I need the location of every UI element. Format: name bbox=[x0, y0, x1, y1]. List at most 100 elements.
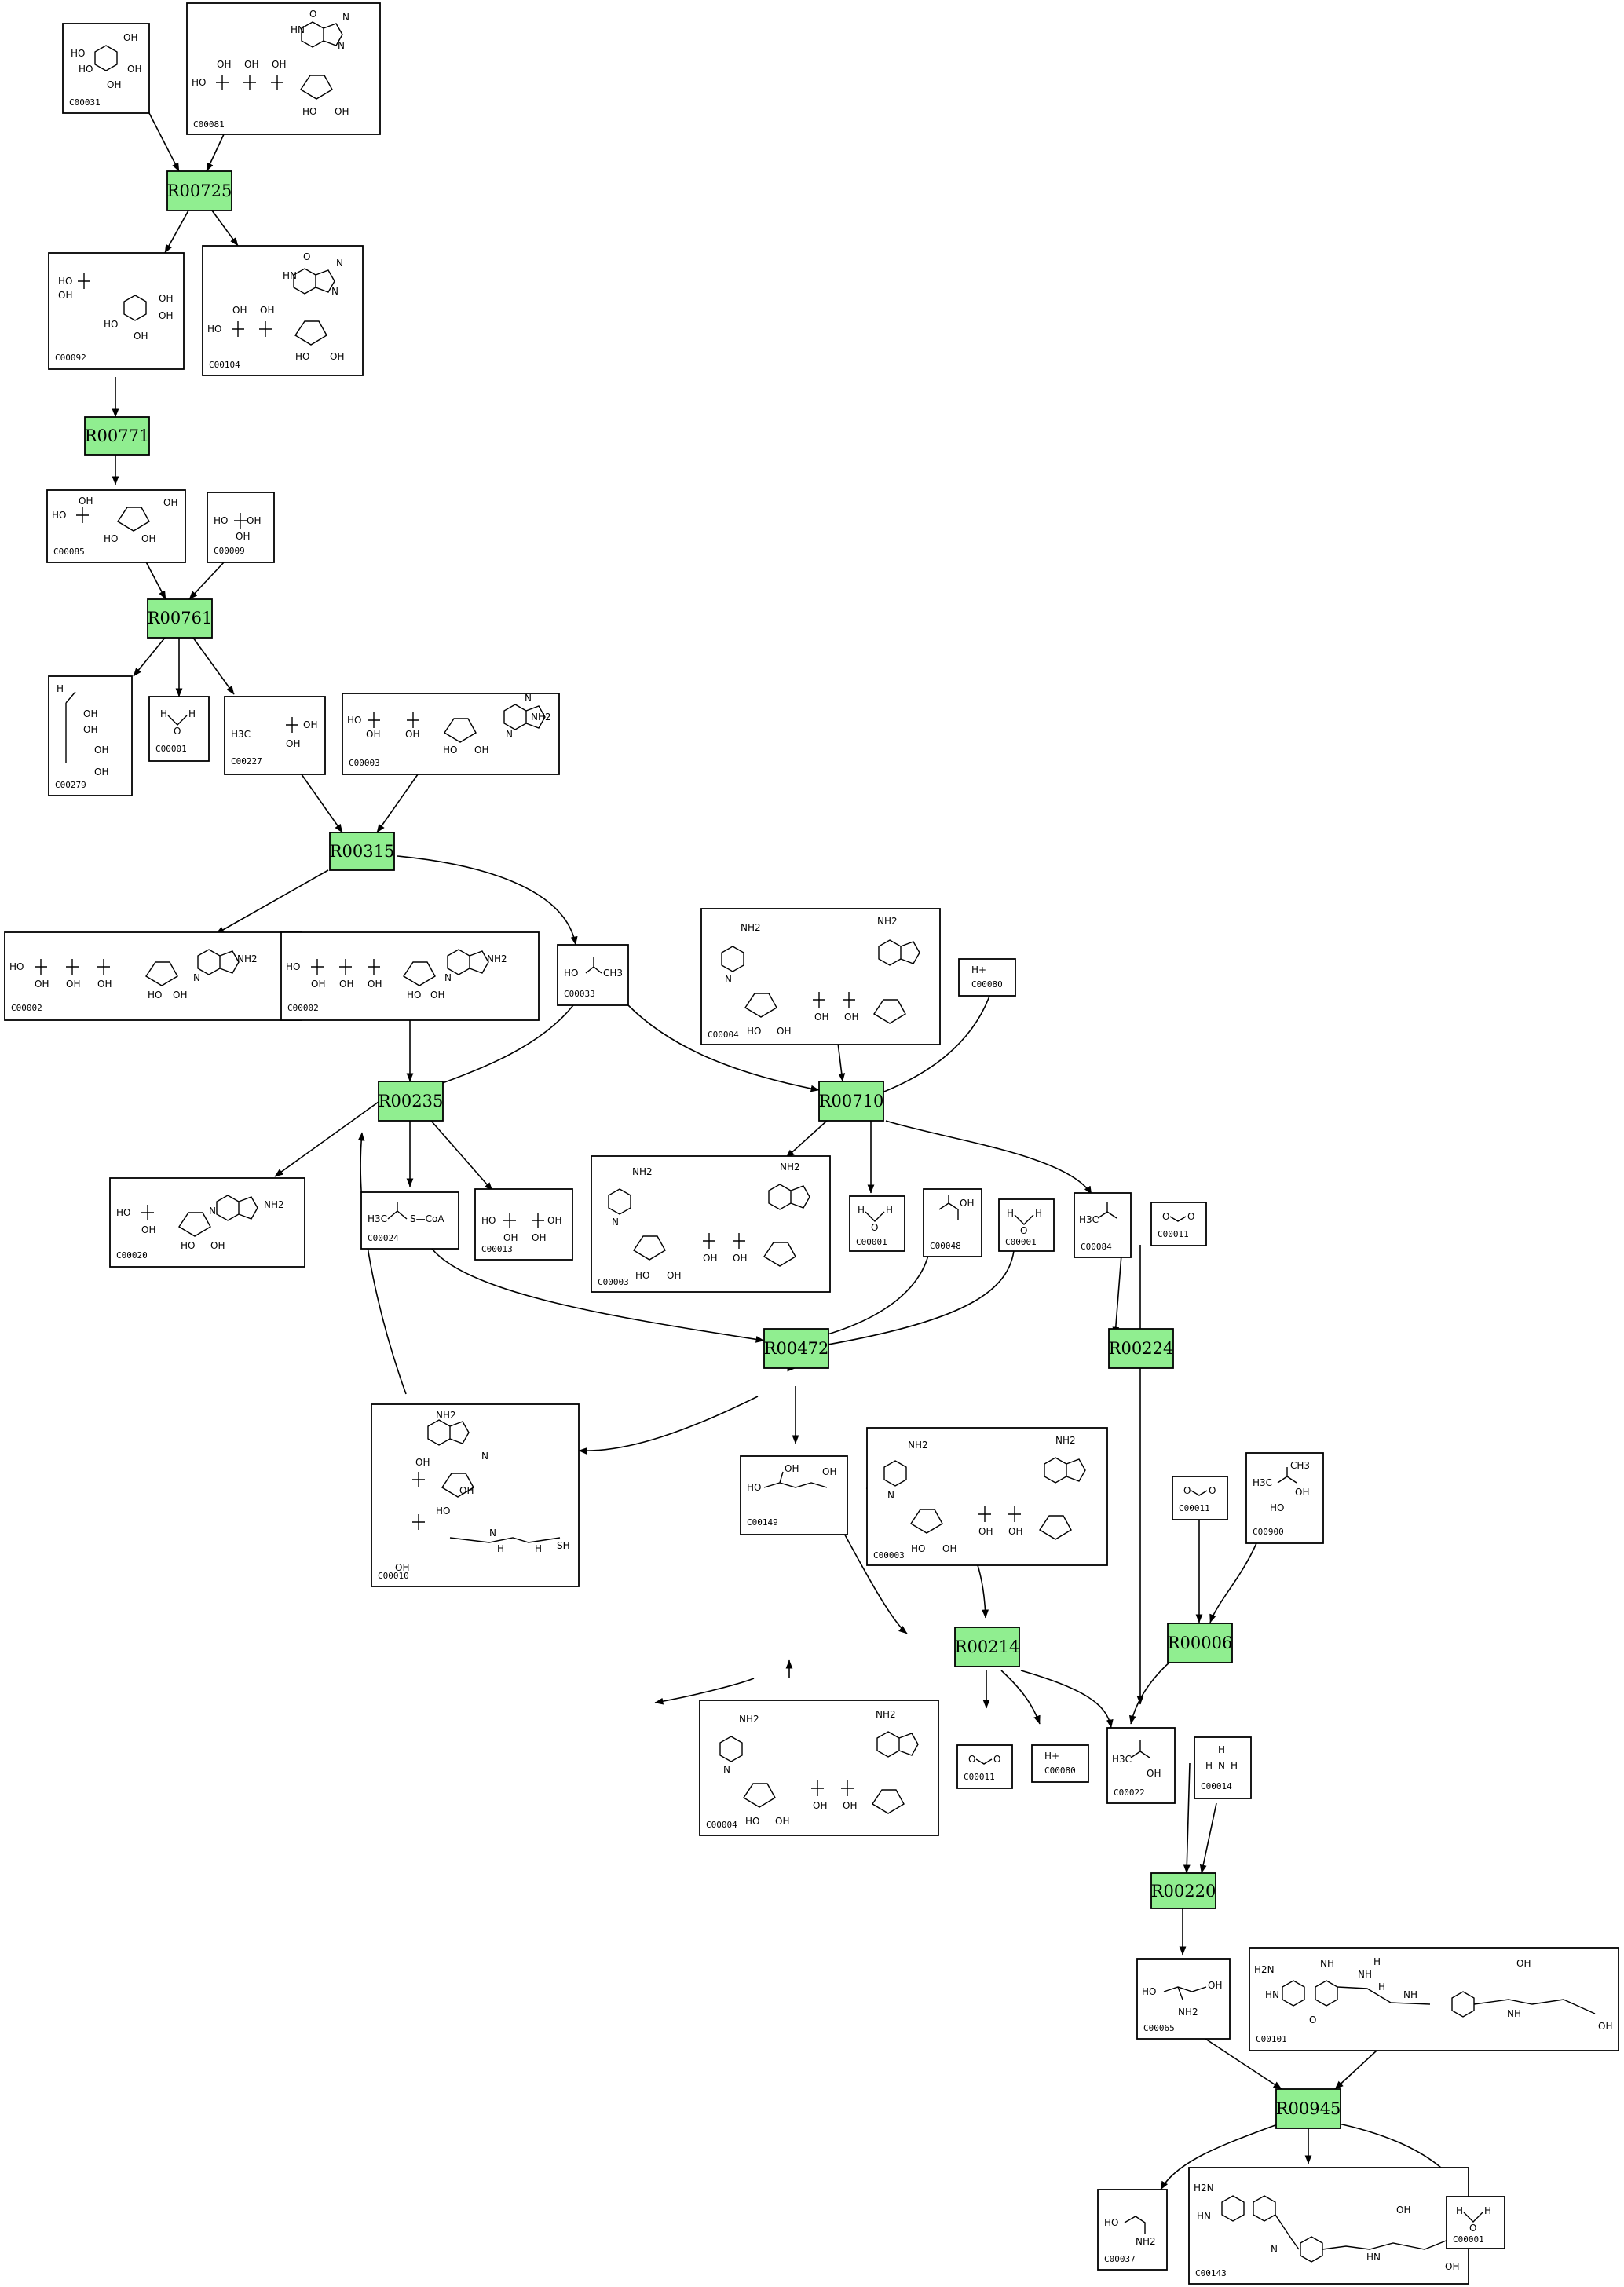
svg-text:HO: HO bbox=[214, 515, 228, 526]
compound-c00065[interactable]: HO OH NH2 C00065 bbox=[1136, 1958, 1231, 2040]
svg-text:OH: OH bbox=[960, 1198, 974, 1209]
compound-c00001[interactable]: H O H C00001 bbox=[998, 1198, 1055, 1252]
reaction-r00235[interactable]: R00235 bbox=[378, 1081, 444, 1122]
compound-c00001[interactable]: H O H C00001 bbox=[849, 1195, 905, 1252]
compound-c00004[interactable]: NH2 NH2 N OH OH HO OH C00004 bbox=[699, 1700, 939, 1836]
svg-text:OH: OH bbox=[459, 1485, 474, 1496]
compound-c00033[interactable]: HO CH3 C00033 bbox=[557, 944, 629, 1006]
svg-text:OH: OH bbox=[503, 1232, 518, 1243]
compound-c00048[interactable]: OH C00048 bbox=[923, 1188, 982, 1257]
reaction-r00006[interactable]: R00006 bbox=[1167, 1623, 1233, 1663]
svg-text:HO: HO bbox=[347, 715, 361, 726]
compound-c00003[interactable]: HO OH OH HO OH NH2 N N C00003 bbox=[342, 693, 560, 775]
svg-text:OH: OH bbox=[395, 1562, 409, 1573]
compound-c00024[interactable]: H3C S—CoA C00024 bbox=[360, 1191, 459, 1250]
compound-c00003[interactable]: NH2 NH2 N OH OH HO OH C00003 bbox=[591, 1155, 831, 1293]
svg-text:N: N bbox=[331, 286, 338, 297]
svg-text:OH: OH bbox=[405, 729, 419, 740]
svg-text:HN: HN bbox=[1197, 2211, 1211, 2222]
svg-text:R00214: R00214 bbox=[955, 1637, 1020, 1656]
compound-c00010[interactable]: NH2 N OH OH OH HO SH N H H C00010 bbox=[371, 1403, 580, 1587]
svg-text:OH: OH bbox=[1008, 1526, 1022, 1537]
compound-c00085[interactable]: HO OH OH HO OH C00085 bbox=[46, 489, 186, 563]
svg-text:C00092: C00092 bbox=[55, 353, 86, 363]
svg-text:O: O bbox=[1183, 1485, 1191, 1496]
compound-c00002[interactable]: HO OH OH OH HO OH NH2 N C00002 bbox=[4, 931, 302, 1021]
reaction-r00771[interactable]: R00771 bbox=[84, 416, 150, 456]
compound-c00011[interactable]: O O C00011 bbox=[1150, 1202, 1207, 1246]
reaction-r00710[interactable]: R00710 bbox=[818, 1081, 884, 1122]
edges bbox=[112, 112, 1466, 2197]
compound-c00003[interactable]: NH2 NH2 N OH OH HO OH C00003 bbox=[866, 1427, 1108, 1566]
svg-text:OH: OH bbox=[83, 708, 97, 719]
reaction-r00945[interactable]: R00945 bbox=[1275, 2088, 1341, 2129]
svg-text:OH: OH bbox=[141, 533, 155, 544]
compound-c00014[interactable]: H H N H C00014 bbox=[1194, 1736, 1252, 1799]
svg-text:H: H bbox=[886, 1205, 893, 1216]
compound-c00022[interactable]: H3C OH C00022 bbox=[1106, 1727, 1176, 1804]
compound-c00081[interactable]: HO OH OH OH HO OH N HN N O C00081 bbox=[186, 2, 381, 135]
svg-text:R00006: R00006 bbox=[1168, 1634, 1233, 1652]
svg-text:OH: OH bbox=[813, 1800, 827, 1811]
svg-text:N: N bbox=[1271, 2244, 1278, 2255]
compound-c00037[interactable]: HO NH2 C00037 bbox=[1097, 2189, 1168, 2271]
svg-text:H: H bbox=[1378, 1981, 1385, 1992]
compound-c00104[interactable]: HO OH OH HO OH N HN N O C00104 bbox=[202, 245, 364, 376]
svg-text:NH2: NH2 bbox=[780, 1162, 800, 1173]
svg-text:HO: HO bbox=[443, 745, 457, 756]
svg-text:C00279: C00279 bbox=[55, 780, 86, 790]
svg-text:HO: HO bbox=[302, 106, 316, 117]
svg-text:O: O bbox=[1209, 1485, 1216, 1496]
svg-text:OH: OH bbox=[260, 305, 274, 316]
compound-c00101[interactable]: H2N NH HN NH H H NH OH NH OH O C00101 bbox=[1249, 1947, 1619, 2051]
compound-c00004[interactable]: NH2 NH2 N OH OH HO OH C00004 bbox=[700, 908, 941, 1045]
compound-c00227[interactable]: H3C OH OH C00227 bbox=[224, 696, 326, 775]
svg-text:SH: SH bbox=[557, 1540, 570, 1551]
svg-text:O: O bbox=[871, 1222, 878, 1233]
svg-text:OH: OH bbox=[775, 1816, 789, 1827]
svg-text:R00710: R00710 bbox=[819, 1092, 884, 1111]
svg-text:OH: OH bbox=[1396, 2205, 1410, 2216]
svg-text:OH: OH bbox=[244, 59, 258, 70]
svg-text:OH: OH bbox=[127, 64, 141, 75]
svg-text:OH: OH bbox=[532, 1232, 546, 1243]
svg-text:C00013: C00013 bbox=[481, 1244, 513, 1254]
compound-c00092[interactable]: HO OH OH OH HO OH C00092 bbox=[48, 252, 185, 370]
compound-c00011[interactable]: O O C00011 bbox=[956, 1744, 1013, 1789]
svg-text:N: N bbox=[525, 693, 532, 704]
svg-text:OH: OH bbox=[159, 310, 173, 321]
svg-text:C00022: C00022 bbox=[1114, 1788, 1145, 1798]
reaction-r00725[interactable]: R00725 bbox=[166, 170, 232, 211]
reaction-r00472[interactable]: R00472 bbox=[763, 1328, 829, 1369]
svg-text:OH: OH bbox=[430, 990, 444, 1001]
compound-c00001[interactable]: H O H C00001 bbox=[1446, 2196, 1505, 2249]
reaction-r00224[interactable]: R00224 bbox=[1108, 1328, 1174, 1369]
reaction-r00214[interactable]: R00214 bbox=[954, 1627, 1020, 1667]
svg-text:N: N bbox=[444, 972, 452, 983]
compound-c00149[interactable]: HO OH OH C00149 bbox=[740, 1455, 848, 1535]
svg-text:HO: HO bbox=[148, 990, 162, 1001]
reaction-r00220[interactable]: R00220 bbox=[1150, 1872, 1216, 1909]
compound-c00084[interactable]: H3C C00084 bbox=[1074, 1192, 1132, 1258]
compound-c00001[interactable]: H O H C00001 bbox=[148, 696, 210, 762]
compound-c00279[interactable]: H OH OH OH OH C00279 bbox=[48, 675, 133, 796]
reaction-r00315[interactable]: R00315 bbox=[329, 832, 395, 871]
svg-text:HN: HN bbox=[283, 270, 297, 281]
reaction-r00761[interactable]: R00761 bbox=[147, 598, 213, 639]
compound-c00013[interactable]: HO OH OH OH C00013 bbox=[474, 1188, 573, 1261]
compound-c00900[interactable]: CH3 H3C OH HO C00900 bbox=[1245, 1452, 1324, 1544]
compound-c00009[interactable]: HO OH OH C00009 bbox=[207, 492, 275, 563]
compound-c00002[interactable]: HO OH OH OH HO OH NH2 N C00002 bbox=[280, 931, 540, 1021]
compound-c00143[interactable]: H2N HN OH HN OH N C00143 bbox=[1188, 2167, 1469, 2285]
svg-text:H: H bbox=[1035, 1208, 1042, 1219]
svg-text:OH: OH bbox=[339, 979, 353, 990]
svg-text:H: H bbox=[535, 1543, 542, 1554]
compound-c00031[interactable]: HO OH HO OH OH C00031 bbox=[62, 23, 150, 114]
svg-text:C00084: C00084 bbox=[1081, 1242, 1112, 1252]
compound-c00080[interactable]: H+ C00080 bbox=[958, 958, 1016, 997]
svg-text:OH: OH bbox=[1295, 1487, 1309, 1498]
compound-c00080[interactable]: H+ C00080 bbox=[1031, 1744, 1089, 1783]
svg-text:C00085: C00085 bbox=[53, 547, 85, 557]
compound-c00011[interactable]: O O C00011 bbox=[1172, 1476, 1228, 1520]
compound-c00020[interactable]: HO OH HO OH NH2 N C00020 bbox=[109, 1177, 305, 1268]
